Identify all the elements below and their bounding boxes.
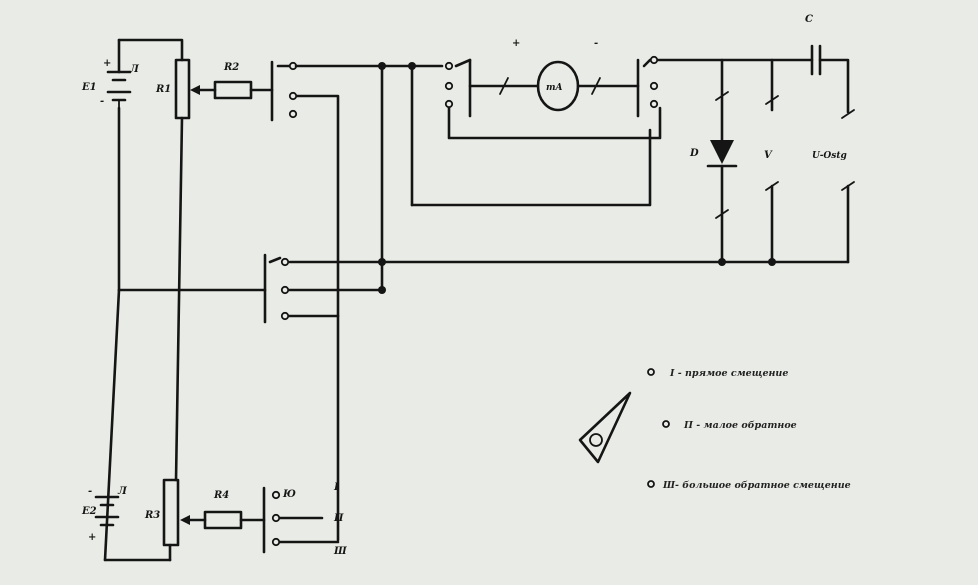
voltmeter-terminals [765, 58, 779, 264]
label-r3: R3 [144, 510, 160, 521]
battery-e1 [106, 70, 132, 109]
legend-item-1: I - прямое смещение [669, 368, 788, 379]
switch-top-left [270, 60, 298, 122]
battery-e2 [94, 495, 120, 527]
label-oscilloscope: U-Ostg [812, 151, 847, 161]
label-switch-top: Ю [282, 489, 296, 500]
switch-bottom [262, 486, 340, 554]
label-ammeter-minus: - [594, 38, 598, 49]
potentiometer-r1 [174, 58, 200, 120]
label-ammeter-plus: + [512, 38, 520, 49]
label-r4: R4 [213, 490, 229, 501]
label-d: D [689, 148, 699, 159]
ammeter-circuit [444, 55, 814, 140]
triangle-symbol-icon [578, 391, 632, 464]
label-e1: E1 [81, 82, 97, 93]
label-r2: R2 [223, 62, 239, 73]
label-position-2: П [333, 513, 344, 524]
legend-item-3: Ш- большое обратное смещение [662, 480, 851, 491]
oscilloscope-terminals [841, 109, 855, 264]
label-e2: E2 [81, 506, 97, 517]
label-e1-minus: - [100, 96, 104, 107]
label-position-1: I [333, 482, 339, 493]
label-c: C [805, 14, 813, 25]
potentiometer-r3 [162, 478, 190, 547]
resistor-r4 [188, 510, 266, 530]
diode-d [706, 58, 738, 264]
ammeter [536, 60, 580, 112]
left-supply-wires [103, 38, 267, 562]
label-e2-i: Л [117, 486, 128, 497]
label-v: V [764, 150, 773, 161]
label-e2-plus: + [88, 532, 96, 543]
legend-item-2: П - малое обратное [683, 420, 797, 431]
label-e1-i: Л [129, 64, 140, 75]
label-e1-plus: + [103, 58, 111, 69]
top-rail [294, 62, 652, 542]
switch-middle [263, 253, 386, 324]
label-e2-minus: - [88, 486, 92, 497]
common-rail [288, 258, 850, 266]
legend-markers [647, 368, 670, 488]
label-position-3: Ш [333, 546, 347, 557]
label-r1: R1 [155, 84, 171, 95]
label-ma: mA [546, 83, 563, 93]
capacitor-c [810, 44, 850, 114]
resistor-r2 [196, 80, 274, 100]
